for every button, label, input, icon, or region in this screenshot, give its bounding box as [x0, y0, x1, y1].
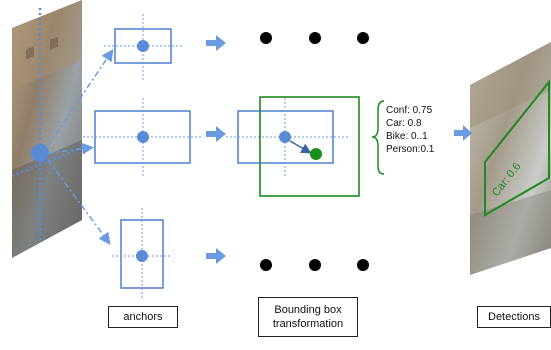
anchor-spread-arrows [47, 49, 114, 245]
caption-bbox-line2: transformation [272, 318, 344, 330]
caption-detections-text: Detections [488, 311, 540, 323]
input-image [12, 0, 82, 258]
flow-arrow-to-detection [454, 125, 472, 141]
caption-anchors: anchors [108, 306, 178, 328]
caption-bbox-line1: Bounding box [274, 304, 342, 316]
detection-image [470, 42, 551, 275]
flow-arrow-top [206, 35, 226, 51]
class-scores-brace [371, 100, 385, 175]
flow-arrows [206, 35, 472, 264]
class-score-list: Conf: 0.75 Car: 0.8 Bike: 0..1 Person:0.… [386, 104, 434, 156]
class-score-person: Person:0.1 [386, 144, 435, 155]
dots-row-bottom [260, 259, 369, 271]
caption-bbox-transformation: Bounding box transformation [258, 297, 358, 337]
flow-arrow-middle [206, 126, 226, 142]
class-score-bike: Bike: 0..1 [386, 131, 428, 142]
anchor-box-tall [112, 208, 172, 298]
dots-row-top [260, 32, 369, 44]
detection-box [484, 79, 550, 217]
predicted-center-point [310, 148, 322, 160]
anchor-box-large [83, 98, 202, 177]
anchor-center-point [31, 144, 49, 162]
anchor-box-wide [104, 14, 182, 80]
class-score-conf: Conf: 0.75 [386, 105, 433, 116]
caption-anchors-text: anchors [123, 311, 163, 323]
caption-detections: Detections [477, 306, 551, 328]
class-score-car: Car: 0.8 [386, 118, 422, 129]
flow-arrow-bottom [206, 248, 226, 264]
grid-lines-input [11, 8, 83, 240]
bbox-transformation [226, 96, 360, 197]
